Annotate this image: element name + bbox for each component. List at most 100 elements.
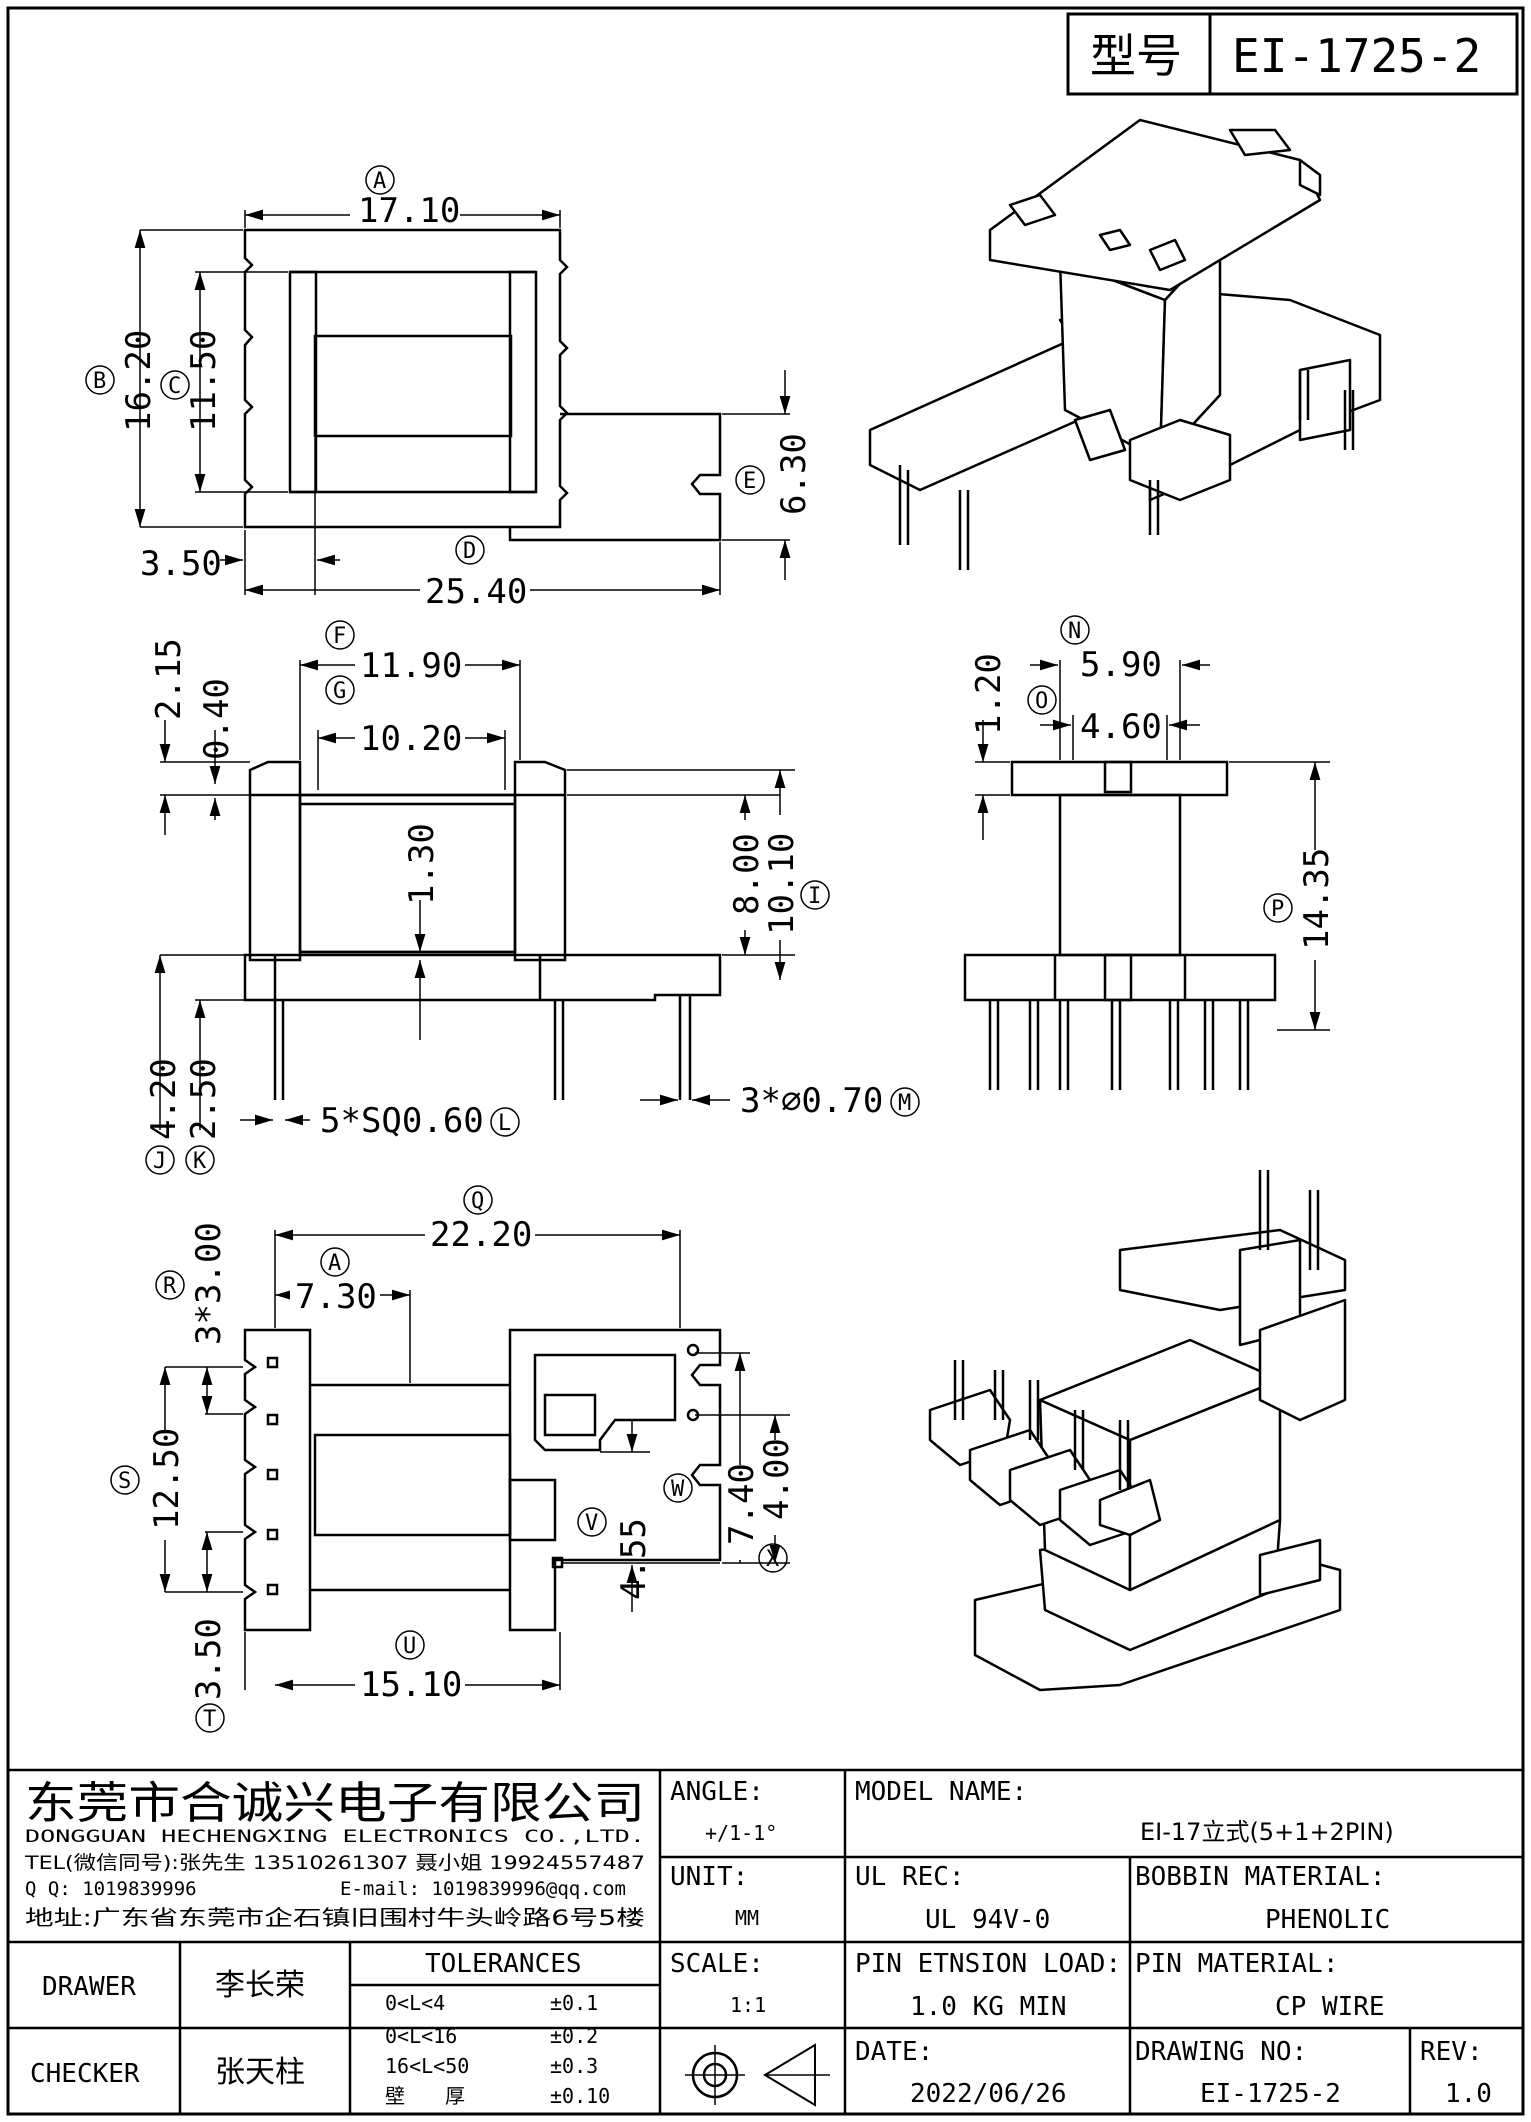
- company-address: 地址:广东省东莞市企石镇旧围村牛头岭路6号5楼: [25, 1906, 645, 1930]
- dim-W-bottom: 7.40: [722, 1463, 762, 1545]
- dim-left-top: 3.50: [140, 544, 222, 584]
- rev-value: 1.0: [1445, 2079, 1492, 2109]
- dim-800-front: 8.00: [727, 833, 767, 915]
- top-view: [134, 209, 791, 596]
- tol-value-2: ±0.3: [550, 2054, 598, 2078]
- dim-V-bottom: 4.55: [614, 1518, 654, 1600]
- dim-R-bottom: 3*3.00: [189, 1222, 229, 1345]
- tol-value-3: ±0.10: [550, 2084, 610, 2108]
- dim-M-front: 3*⌀0.70: [740, 1081, 883, 1121]
- dim-A-bottom: 7.30: [295, 1277, 377, 1317]
- ul-value: UL 94V-0: [925, 1905, 1050, 1935]
- dim-130-front: 1.30: [402, 823, 442, 905]
- tol-value-0: ±0.1: [550, 1991, 598, 2015]
- isometric-view-top: [868, 118, 1382, 570]
- tol-range-3: 壁 厚: [385, 2084, 465, 2108]
- marker-J-front: J: [153, 1149, 166, 1174]
- dim-S-bottom: 12.50: [147, 1428, 187, 1530]
- pin-material-value: CP WIRE: [1275, 1992, 1385, 2022]
- sheet-border: [6, 6, 1525, 2116]
- marker-E-top: E: [743, 469, 756, 494]
- marker-K-front: K: [193, 1149, 207, 1174]
- drawer-label: DRAWER: [42, 1972, 136, 2002]
- bobbin-label: BOBBIN MATERIAL:: [1135, 1862, 1385, 1892]
- dim-E-top: 6.30: [774, 433, 814, 515]
- side-view: [963, 659, 1330, 1090]
- tolerances-label: TOLERANCES: [425, 1949, 582, 1979]
- marker-P-side: P: [1271, 897, 1284, 922]
- model-label: MODEL NAME:: [855, 1777, 1027, 1807]
- dim-215-front: 2.15: [149, 638, 189, 720]
- checker-label: CHECKER: [30, 2059, 140, 2089]
- dim-A-top: 17.10: [358, 191, 460, 231]
- front-view-labels: 11.90 F 10.20 G 2.15 0.40 1.30 8.00 10.1…: [144, 620, 920, 1175]
- angle-label: ANGLE:: [670, 1777, 764, 1807]
- drawer-value: 李长荣: [215, 1968, 305, 2003]
- marker-O-side: O: [1035, 689, 1048, 714]
- marker-U-bottom: U: [403, 1634, 416, 1659]
- dim-L-front: 5*SQ0.60: [320, 1101, 484, 1141]
- company-name-cn: 东莞市合诚兴电子有限公司: [25, 1778, 645, 1829]
- side-view-labels: 5.90 N 4.60 O 1.20 14.35 P: [969, 615, 1337, 960]
- marker-C-top: C: [168, 374, 181, 399]
- dim-T-bottom: 3.50: [189, 1618, 229, 1700]
- dim-C-top: 11.50: [184, 330, 224, 432]
- part-header-label: 型号: [1090, 29, 1182, 83]
- pin-load-value: 1.0 KG MIN: [910, 1992, 1067, 2022]
- marker-D-top: D: [463, 539, 476, 564]
- marker-Q-bottom: Q: [471, 1189, 484, 1214]
- top-view-labels: 17.10 A 16.20 B 11.50 C 25.40 D 3.50 6.3…: [85, 165, 814, 612]
- title-block-text: 东莞市合诚兴电子有限公司 DONGGUAN HECHENGXING ELECTR…: [24, 1777, 1492, 2109]
- unit-label: UNIT:: [670, 1862, 748, 1892]
- bobbin-value: PHENOLIC: [1265, 1905, 1390, 1935]
- angle-value: +/1-1°: [705, 1821, 777, 1845]
- marker-A-top: A: [373, 169, 386, 194]
- bottom-view-labels: 22.20 Q 7.30 A 3*3.00 R 12.50 S 3.50 T 1…: [110, 1185, 797, 1733]
- marker-B-top: B: [93, 369, 106, 394]
- marker-W-bottom: W: [671, 1477, 685, 1502]
- dim-1010-front: 10.10: [762, 833, 802, 935]
- scale-label: SCALE:: [670, 1949, 764, 1979]
- marker-L-front: L: [498, 1111, 511, 1136]
- tol-range-2: 16<L<50: [385, 2054, 469, 2078]
- title-block: [8, 1768, 1523, 2114]
- marker-G-front: G: [333, 679, 346, 704]
- dim-250-front: 2.50: [184, 1058, 224, 1140]
- tol-range-1: 0<L<16: [385, 2024, 457, 2048]
- pin-load-label: PIN ETNSION LOAD:: [855, 1949, 1121, 1979]
- marker-N-side: N: [1068, 619, 1081, 644]
- marker-I-front: I: [808, 884, 821, 909]
- dim-O-side: 4.60: [1080, 707, 1162, 747]
- marker-S-bottom: S: [118, 1469, 131, 1494]
- part-header: 型号 EI-1725-2: [1066, 12, 1519, 96]
- dim-P-side: 14.35: [1297, 848, 1337, 950]
- unit-value: MM: [735, 1906, 759, 1930]
- date-label: DATE:: [855, 2037, 933, 2067]
- dim-120-side: 1.20: [969, 653, 1009, 735]
- dim-D-top: 25.40: [425, 572, 527, 612]
- marker-T-bottom: T: [203, 1707, 216, 1732]
- dim-420-front: 4.20: [144, 1058, 184, 1140]
- marker-V-bottom: V: [585, 1511, 598, 1536]
- front-view: [154, 659, 795, 1130]
- tol-value-1: ±0.2: [550, 2024, 598, 2048]
- marker-A-bottom: A: [328, 1251, 341, 1276]
- dim-U-bottom: 15.10: [360, 1665, 462, 1705]
- date-value: 2022/06/26: [910, 2079, 1067, 2109]
- bottom-view: [159, 1229, 790, 1691]
- rev-label: REV:: [1420, 2037, 1483, 2067]
- tol-range-0: 0<L<4: [385, 1991, 445, 2015]
- dim-X-bottom: 4.00: [757, 1438, 797, 1520]
- part-number: EI-1725-2: [1232, 29, 1481, 83]
- marker-R-bottom: R: [163, 1274, 177, 1299]
- marker-X-bottom: X: [766, 1547, 780, 1572]
- company-tel: TEL(微信同号):张先生 13510261307 聂小姐 1992455748…: [24, 1852, 645, 1874]
- isometric-view-bottom: [928, 1170, 1347, 1692]
- marker-M-front: M: [898, 1091, 911, 1116]
- company-qq: Q Q: 1019839996: [25, 1878, 197, 1900]
- marker-F-front: F: [333, 624, 346, 649]
- checker-value: 张天柱: [215, 2055, 305, 2090]
- dim-F-front: 11.90: [360, 646, 462, 686]
- company-email: E-mail: 1019839996@qq.com: [340, 1878, 626, 1900]
